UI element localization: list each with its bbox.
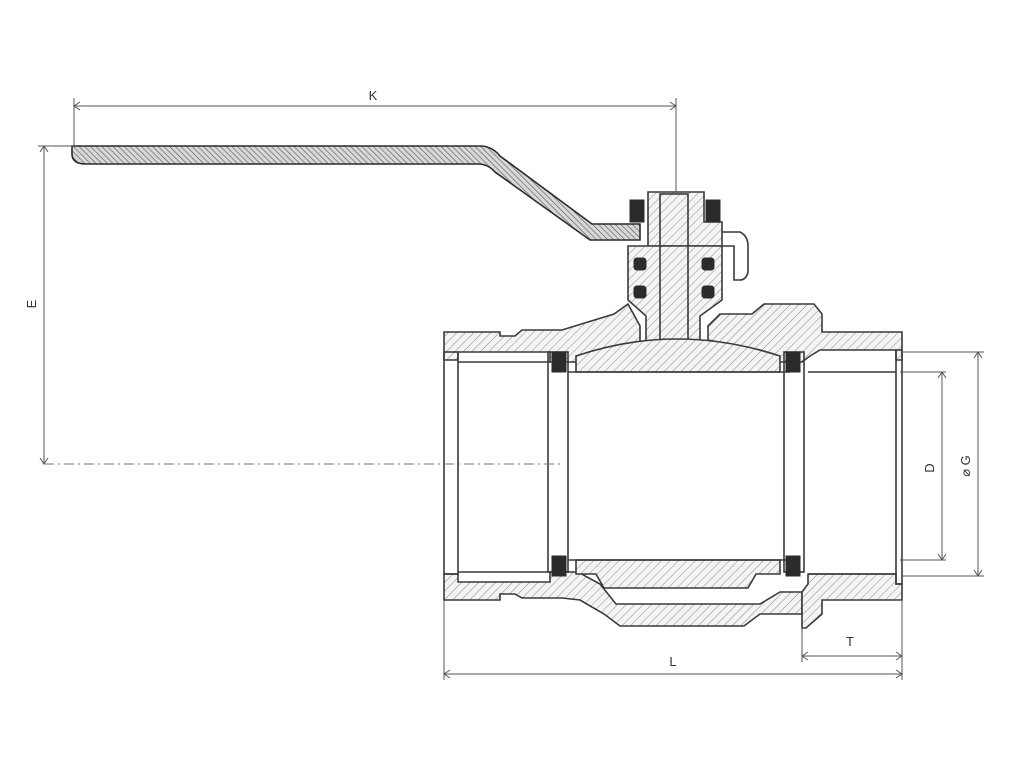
seat-seal-tl [551,351,567,373]
label-l: L [669,654,676,669]
seat-right [783,351,805,573]
lever-handle [71,145,641,241]
label-t: T [846,634,854,649]
stem-oring-1 [633,257,647,271]
stem-oring-4 [701,285,715,299]
dimension-t: T [801,600,903,662]
dimension-d: D [900,371,947,561]
label-e: E [24,299,39,308]
seat-left [547,351,569,573]
stem-oring-2 [633,285,647,299]
seat-seal-br [785,555,801,577]
label-g: ⌀ G [958,455,973,477]
seat-seal-bl [551,555,567,577]
ball [547,338,805,589]
stem-oring-3 [701,257,715,271]
dimension-l: L [443,600,903,680]
label-k: K [369,88,378,103]
gland-seal-right [705,199,721,223]
dimension-e: E [24,145,74,465]
dimension-k: K [73,88,677,192]
threaded-ends [443,349,903,585]
seat-seal-tr [785,351,801,373]
dimension-g: ⌀ G [902,351,984,577]
label-d: D [922,463,937,472]
valve-body-upper [443,302,903,363]
gland-seal-left [629,199,645,223]
